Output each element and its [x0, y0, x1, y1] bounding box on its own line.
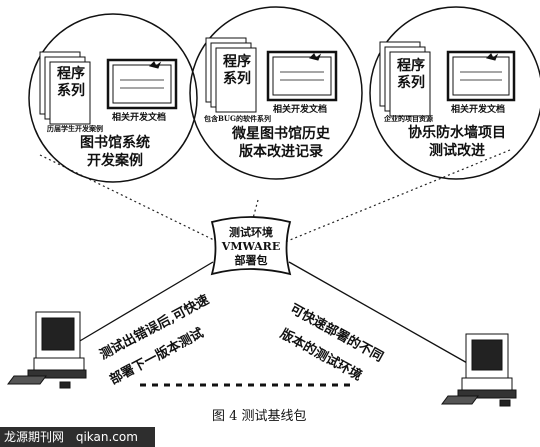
doc-label-xiele: 相关开发文档	[451, 105, 506, 115]
circle-title-library: 图书馆系统 开发案例	[40, 134, 190, 170]
computer-icon-right	[441, 333, 517, 407]
deploy-lines	[67, 261, 477, 369]
program-stack-xiele	[379, 41, 431, 117]
program-char: 系	[223, 71, 237, 87]
program-char: 序	[237, 54, 251, 70]
program-char: 列	[237, 71, 251, 87]
watermark-brand: 龙源期刊网	[4, 430, 65, 444]
package-line: VMWARE	[221, 240, 281, 253]
title-line: 图书馆系统	[80, 135, 150, 151]
doc-frame-weixing	[266, 50, 338, 102]
program-char: 程	[223, 54, 237, 70]
doc-label-weixing: 相关开发文档	[273, 105, 328, 115]
program-stack-library	[39, 51, 91, 125]
connector-middle	[251, 199, 259, 223]
program-char: 程	[397, 58, 411, 74]
circle-library	[28, 13, 198, 183]
program-char: 列	[71, 83, 85, 99]
connector-right	[284, 149, 511, 243]
package-line: 测试环境	[229, 226, 273, 239]
program-char: 序	[411, 58, 425, 74]
title-line: 微星图书馆历史	[232, 126, 330, 142]
circle-title-weixing: 微星图书馆历史 版本改进记录	[206, 125, 356, 161]
doc-label-library: 相关开发文档	[112, 113, 167, 123]
circle-title-xiele: 协乐防水墙项目 测试改进	[382, 124, 532, 160]
program-char: 序	[71, 66, 85, 82]
program-char: 列	[411, 75, 425, 91]
vmware-package-label: 测试环境 VMWARE 部署包	[211, 226, 291, 268]
computer-icon-left	[7, 311, 87, 389]
title-line: 测试改进	[429, 143, 485, 159]
title-line: 开发案例	[87, 153, 143, 169]
package-line: 部署包	[234, 254, 268, 267]
vmware-package-shape	[210, 216, 292, 276]
figure-caption: 图 4 测试基线包	[212, 409, 307, 424]
program-char: 系	[57, 83, 71, 99]
program-label-library-grid: 程序 系列	[57, 66, 91, 100]
watermark-bar: 龙源期刊网 qikan.com	[0, 427, 155, 447]
circle-xiele	[369, 6, 540, 180]
deploy-line-left	[67, 261, 214, 349]
deploy-line-right	[288, 261, 477, 369]
program-stack-weixing	[205, 37, 257, 113]
title-line: 协乐防水墙项目	[408, 125, 506, 141]
connector-lines	[39, 149, 511, 243]
title-line: 版本改进记录	[239, 144, 323, 160]
program-label-xiele: 程序 系列	[397, 58, 431, 92]
program-label-weixing: 程序 系列	[223, 54, 257, 88]
sub-label-library: 历届学生开发案例	[47, 124, 103, 133]
doc-frame-library	[106, 58, 178, 110]
sub-label-weixing: 包含BUG的软件系列	[204, 114, 271, 123]
connector-left	[39, 154, 219, 243]
sub-label-xiele: 企业的项目资源	[384, 114, 433, 123]
program-char: 系	[397, 75, 411, 91]
watermark-site: qikan.com	[75, 430, 138, 444]
program-char: 程	[57, 66, 71, 82]
doc-frame-xiele	[446, 50, 516, 102]
circle-weixing	[189, 6, 363, 180]
